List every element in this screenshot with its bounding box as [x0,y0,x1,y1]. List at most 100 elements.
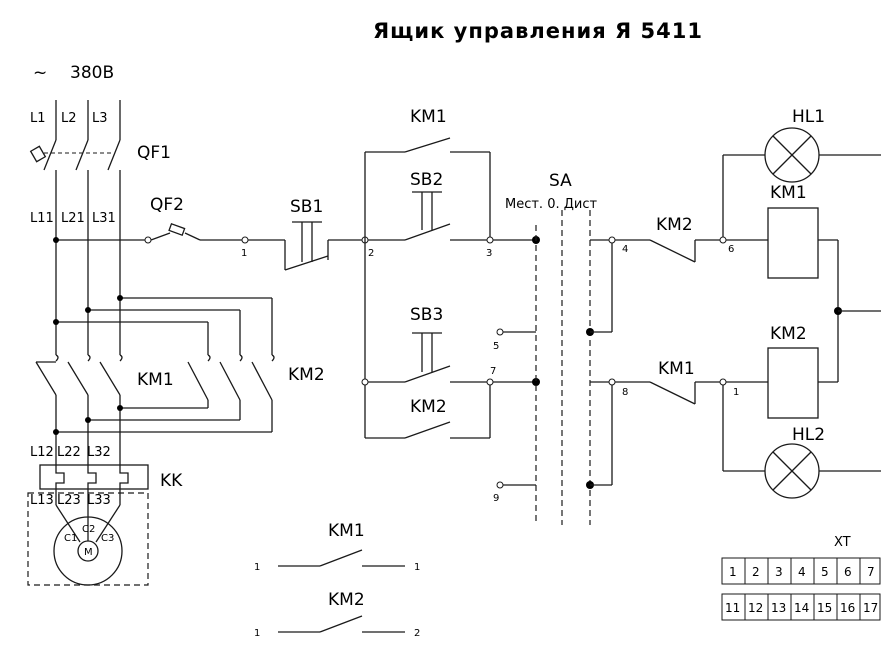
node-number-1: 1 [241,248,247,259]
motor-assembly [27,489,149,586]
km2-hold-contact [365,382,491,439]
hl2-lamp [722,385,881,499]
xt-cell-number: 16 [840,601,855,615]
hl1-label: HL1 [792,107,825,127]
phase-label-l32: L32 [87,445,111,460]
phase-label-l23: L23 [57,493,81,508]
km1-power-label: KM1 [137,370,174,390]
km1-power-contacts [35,354,123,465]
xt-label: XT [834,535,851,550]
phase-label-l12: L12 [30,445,54,460]
phase-label-l1: L1 [30,111,46,126]
node-number-9: 9 [493,493,499,504]
aux-km2-right: 2 [414,628,420,639]
xt-cell-number: 15 [817,601,832,615]
kk-thermal-relay [39,464,149,490]
motor-label: M [84,547,93,558]
phase-label-l22: L22 [57,445,81,460]
aux-km2-label: KM2 [328,590,365,610]
km-bus-wiring [53,295,273,355]
xt-cell-number: 11 [725,601,740,615]
xt-cell-number: 4 [798,565,806,579]
xt-cell-number: 7 [867,565,875,579]
phase-label-l21: L21 [61,211,85,226]
xt-cell-number: 13 [771,601,786,615]
aux-km1-label: KM1 [328,521,365,541]
power-lines-top [55,100,121,140]
sa-label: SA [549,171,572,191]
km2-power-label: KM2 [288,365,325,385]
sb3-label: SB3 [410,305,443,325]
sb2-label: SB2 [410,170,443,190]
winding-c2-label: C2 [82,524,95,535]
node-number-7: 7 [490,366,496,377]
qf2-label: QF2 [150,195,184,215]
sb1-stop-button [284,221,362,271]
km2-interlock-label: KM2 [656,215,693,235]
node-number-5: 5 [493,341,499,352]
diagram-title: Ящик управления Я 5411 [373,19,703,43]
xt-cell-number: 2 [752,565,760,579]
xt-cell-number: 3 [775,565,783,579]
phase-label-l11: L11 [30,211,54,226]
km1-interlock-label: KM1 [658,359,695,379]
sa-modes-label: Мест. 0. Дист [505,197,597,212]
supply-voltage-label: 380В [70,63,114,83]
xt-cell-number: 12 [748,601,763,615]
xt-cell [859,557,881,585]
winding-c1-label: C1 [64,533,77,544]
km2-coil [726,347,838,419]
ac-symbol: ~ [33,63,47,83]
aux-km2-left: 1 [254,628,260,639]
phase-label-l31: L31 [92,211,116,226]
km2-interlock-contact [615,239,720,263]
xt-cell-number: 1 [729,565,737,579]
km2-power-contacts [53,354,275,435]
xt-cell-number: 17 [863,601,878,615]
node-number-1b: 1 [733,387,739,398]
aux-km1-left: 1 [254,562,260,573]
node-number-3: 3 [486,248,492,259]
sb2-start-button [368,191,487,241]
aux-contact-km2 [278,615,405,633]
hl1-lamp [722,127,881,237]
sb3-start-button [368,332,487,383]
aux-contact-km1 [278,549,405,567]
km2-hold-label: KM2 [410,397,447,417]
sa-selector-switch [496,210,616,525]
km1-hold-label: KM1 [410,107,447,127]
phase-label-l2: L2 [61,111,77,126]
power-lines-mid [53,200,145,355]
node-1b-terminal [719,378,727,386]
xt-cell-number: 5 [821,565,829,579]
node-6-terminal [719,236,727,244]
aux-km1-right: 1 [414,562,420,573]
xt-cell-number: 14 [794,601,809,615]
sb1-label: SB1 [290,197,323,217]
phase-label-l13: L13 [30,493,54,508]
winding-c3-label: C3 [101,533,114,544]
km1-interlock-contact [615,381,720,405]
node-number-4: 4 [622,244,628,255]
kk-label: KK [160,471,183,491]
km1-coil [726,207,839,382]
node-3-terminal [486,236,494,244]
xt-cell-number: 6 [844,565,852,579]
km1-hold-contact [365,137,491,240]
node-number-6: 6 [728,244,734,255]
phase-label-l3: L3 [92,111,108,126]
qf1-label: QF1 [137,143,171,163]
km1-coil-label: KM1 [770,183,807,203]
node-number-2: 2 [368,248,374,259]
qf1-breaker [29,139,121,200]
node-number-8: 8 [622,387,628,398]
qf2-breaker [144,222,285,244]
phase-label-l33: L33 [87,493,111,508]
hl2-label: HL2 [792,425,825,445]
xt-cell [859,593,881,621]
km2-coil-label: KM2 [770,324,807,344]
node-7-terminal [486,378,494,386]
